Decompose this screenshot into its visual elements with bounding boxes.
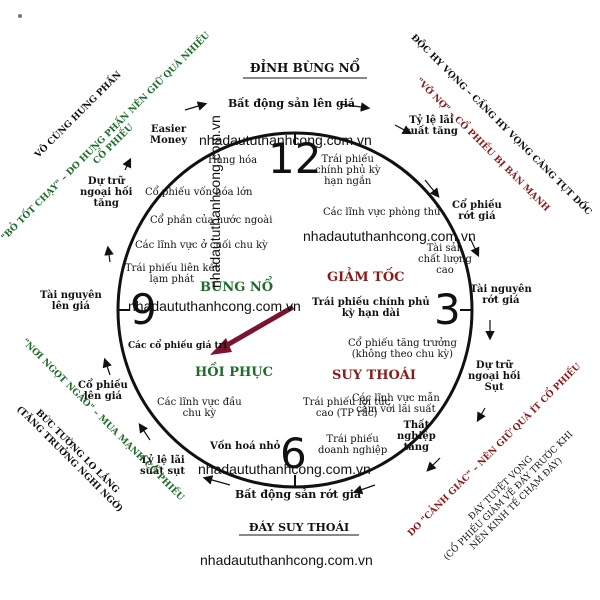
label-co-phieu-tang-truong: Cổ phiếu tăng trưởng (không theo chu kỳ) bbox=[348, 338, 457, 360]
label-co-phieu-len-gia: Cổ phiếu lên giá bbox=[78, 380, 128, 402]
label-co-phan-nuoc-ngoai: Cổ phần của nước ngoài bbox=[150, 215, 273, 226]
clock-number-6: 6 bbox=[280, 429, 307, 478]
title-top: ĐỈNH BÙNG NỔ bbox=[249, 61, 360, 75]
label-tai-nguyen-len-gia: Tài nguyên lên giá bbox=[40, 290, 102, 312]
clock-hand bbox=[220, 304, 295, 351]
cycle-arrows bbox=[102, 101, 495, 495]
phase-hoi-phuc: HỒI PHỤC bbox=[195, 365, 273, 380]
clock-number-3: 3 bbox=[434, 285, 461, 334]
title-bottom: ĐÁY SUY THOÁI bbox=[248, 521, 350, 534]
label-trai-phieu-loi-tuc-cao: Trái phiếu lợi tức cao (TP rác) bbox=[303, 397, 391, 419]
label-that-nghiep-tang: Thất nghiệp tăng bbox=[397, 420, 436, 453]
phase-suy-thoai: SUY THOÁI bbox=[332, 368, 416, 383]
label-von-hoa-nho: Vốn hoá nhỏ bbox=[210, 441, 281, 452]
label-tai-nguyen-rot-gia: Tài nguyên rớt giá bbox=[470, 284, 532, 306]
label-linh-vuc-man-cam-lai-suat: Các lĩnh vực mẫn cảm với lãi suất bbox=[352, 393, 440, 415]
label-linh-vuc-dau-chu-ky: Các lĩnh vực đầu chu kỳ bbox=[157, 397, 242, 419]
watermark-left: nhadaututhanhcong.com.vn bbox=[128, 298, 301, 314]
label-easier-money: Easier Money bbox=[150, 124, 188, 146]
label-ty-le-lai-suat-tang: Tỷ lệ lãi suất tăng bbox=[405, 115, 458, 137]
corner-dot bbox=[18, 14, 22, 18]
label-co-phieu-von-hoa-lon: Cổ phiếu vốn hóa lớn bbox=[145, 187, 253, 198]
watermark-bottom: nhadaututhanhcong.com.vn bbox=[198, 461, 371, 477]
label-tai-san-chat-luong-cao: Tài sản chất lượng cao bbox=[418, 243, 472, 276]
watermark-top: nhadaututhanhcong.com.vn bbox=[199, 132, 372, 148]
clock-hand-arrowhead bbox=[210, 338, 232, 355]
label-bds-rot-gia: Bất động sản rớt giá bbox=[235, 488, 362, 501]
label-du-tru-ngoai-hoi-sut: Dự trữ ngoại hối Sụt bbox=[468, 360, 521, 393]
label-trai-phieu-ngan-han: Trái phiếu chính phủ kỳ hạn ngắn bbox=[315, 154, 381, 187]
label-bds-len-gia: Bất động sản lên giá bbox=[228, 97, 356, 110]
watermark-right: nhadaututhanhcong.com.vn bbox=[303, 228, 476, 244]
label-linh-vuc-phong-thu: Các lĩnh vực phòng thủ bbox=[323, 207, 441, 218]
phase-giam-toc: GIẢM TỐC bbox=[327, 270, 405, 285]
label-co-phieu-gia-tri: Các cổ phiếu giá trị bbox=[128, 341, 227, 351]
label-trai-phieu-doanh-nghiep: Trái phiếu doanh nghiệp bbox=[318, 434, 388, 456]
label-linh-vuc-cuoi-chu-ky: Các lĩnh vực ở cuối chu kỳ bbox=[135, 240, 268, 251]
label-hang-hoa: Hàng hóa bbox=[208, 155, 258, 166]
label-du-tru-ngoai-hoi-tang: Dự trữ ngoại hối tăng bbox=[80, 176, 133, 209]
clock-number-9: 9 bbox=[130, 285, 157, 334]
clock-number-12: 12 bbox=[268, 134, 322, 183]
label-trai-phieu-lien-ket-lam-phat: Trái phiếu liên kết lạm phát bbox=[125, 263, 219, 285]
watermark-footer: nhadaututhanhcong.com.vn bbox=[200, 552, 373, 568]
label-ty-le-lai-suat-sut: Tỷ lệ lãi suất sụt bbox=[140, 455, 185, 477]
label-co-phieu-rot-gia: Cổ phiếu rớt giá bbox=[452, 200, 502, 222]
label-trai-phieu-dai-han: Trái phiếu chính phủ kỳ hạn dài bbox=[312, 297, 430, 319]
phase-bung-no: BÙNG NỔ bbox=[200, 280, 274, 295]
